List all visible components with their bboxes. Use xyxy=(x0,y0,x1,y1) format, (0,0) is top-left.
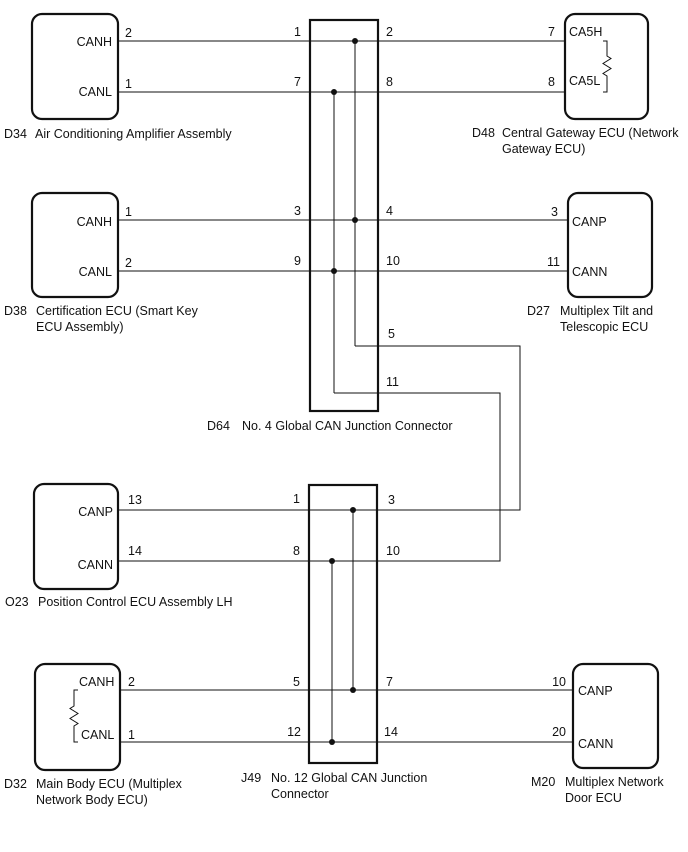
junction-j49-pin: 5 xyxy=(293,675,300,689)
component-name: Multiplex Tilt and xyxy=(560,304,653,318)
junction-j49-name: No. 12 Global CAN Junction xyxy=(271,771,427,785)
junction-j49-pin: 8 xyxy=(293,544,300,558)
component-code: M20 xyxy=(531,775,555,789)
signal-label: CANH xyxy=(77,215,112,229)
junction-d64-pin: 7 xyxy=(294,75,301,89)
junction-d64-pin: 1 xyxy=(294,25,301,39)
junction-d64-pin: 4 xyxy=(386,204,393,218)
pin-number: 14 xyxy=(128,544,142,558)
component-d27: CANP CANN 3 11 D27 Multiplex Tilt and Te… xyxy=(334,191,654,334)
component-d27-body xyxy=(566,191,654,299)
pin-number: 1 xyxy=(128,728,135,742)
component-m20: CANP CANN 10 20 M20 Multiplex Network Do… xyxy=(332,662,664,805)
junction-d64-body xyxy=(308,18,380,413)
component-code: D32 xyxy=(4,777,27,791)
junction-d64-code: D64 xyxy=(207,419,230,433)
component-code: D34 xyxy=(4,127,27,141)
trunk-wire-high xyxy=(353,345,521,511)
resistor-icon xyxy=(602,40,612,93)
pin-number: 11 xyxy=(547,255,560,269)
signal-label: CA5H xyxy=(569,25,602,39)
signal-label: CA5L xyxy=(569,74,600,88)
component-name-line2: Telescopic ECU xyxy=(560,320,648,334)
pin-number: 2 xyxy=(125,256,132,270)
pin-number: 3 xyxy=(551,205,558,219)
component-d34: CANH CANL 2 1 D34 Air Conditioning Ampli… xyxy=(4,12,355,141)
pin-number: 13 xyxy=(128,493,142,507)
trunk-wire-low xyxy=(332,392,501,562)
component-name: Certification ECU (Smart Key xyxy=(36,304,199,318)
component-d48: CA5H CA5L 7 8 D48 Central Gateway ECU (N… xyxy=(334,12,679,156)
signal-label: CANH xyxy=(79,675,114,689)
component-d32-body xyxy=(33,662,122,772)
component-code: O23 xyxy=(5,595,29,609)
component-d34-body xyxy=(30,12,120,121)
component-d32: CANH CANL 2 1 D32 Main Body ECU (Multipl… xyxy=(4,662,353,807)
junction-j49-body xyxy=(307,483,379,765)
signal-label: CANP xyxy=(572,215,607,229)
junction-j49-pin: 3 xyxy=(388,493,395,507)
junction-j49-pin: 14 xyxy=(384,725,398,739)
junction-d64-pin: 2 xyxy=(386,25,393,39)
signal-label: CANL xyxy=(79,265,112,279)
component-name-line2: Gateway ECU) xyxy=(502,142,585,156)
signal-label: CANP xyxy=(78,505,113,519)
signal-label: CANN xyxy=(78,558,113,572)
component-name: Central Gateway ECU (Network xyxy=(502,126,679,140)
component-code: D48 xyxy=(472,126,495,140)
junction-d64: 1 7 3 9 2 8 4 10 5 11 D64 No. 4 Global C… xyxy=(207,18,453,433)
component-o23-body xyxy=(32,482,120,591)
component-code: D27 xyxy=(527,304,550,318)
junction-d64-pin: 9 xyxy=(294,254,301,268)
resistor-icon xyxy=(69,689,79,743)
junction-d64-name: No. 4 Global CAN Junction Connector xyxy=(242,419,453,433)
pin-number: 2 xyxy=(125,26,132,40)
component-name-line2: ECU Assembly) xyxy=(36,320,124,334)
component-name-line2: Network Body ECU) xyxy=(36,793,148,807)
junction-j49-pin: 7 xyxy=(386,675,393,689)
junction-d64-pin: 10 xyxy=(386,254,400,268)
junction-d64-pin: 5 xyxy=(388,327,395,341)
pin-number: 20 xyxy=(552,725,566,739)
component-name: Position Control ECU Assembly LH xyxy=(38,595,233,609)
junction-j49: 1 8 5 12 3 10 7 14 J49 No. 12 Global CAN… xyxy=(241,483,427,801)
component-d38-body xyxy=(30,191,120,299)
pin-number: 2 xyxy=(128,675,135,689)
component-d48-body xyxy=(563,12,650,121)
component-name: Multiplex Network xyxy=(565,775,664,789)
signal-label: CANP xyxy=(578,684,613,698)
junction-d64-pin: 3 xyxy=(294,204,301,218)
component-code: D38 xyxy=(4,304,27,318)
junction-j49-pin: 12 xyxy=(287,725,301,739)
pin-number: 1 xyxy=(125,77,132,91)
junction-d64-pin: 8 xyxy=(386,75,393,89)
signal-label: CANH xyxy=(77,35,112,49)
signal-label: CANL xyxy=(79,85,112,99)
component-name-line2: Door ECU xyxy=(565,791,622,805)
junction-j49-pin: 1 xyxy=(293,492,300,506)
signal-label: CANL xyxy=(81,728,114,742)
pin-number: 1 xyxy=(125,205,132,219)
signal-label: CANN xyxy=(578,737,613,751)
component-o23: CANP CANN 13 14 O23 Position Control ECU… xyxy=(5,482,353,609)
signal-label: CANN xyxy=(572,265,607,279)
pin-number: 10 xyxy=(552,675,566,689)
component-name: Air Conditioning Amplifier Assembly xyxy=(35,127,232,141)
component-m20-body xyxy=(571,662,660,770)
pin-number: 8 xyxy=(548,75,555,89)
component-d38: CANH CANL 1 2 D38 Certification ECU (Sma… xyxy=(4,191,355,334)
junction-j49-code: J49 xyxy=(241,771,261,785)
pin-number: 7 xyxy=(548,25,555,39)
junction-d64-pin: 11 xyxy=(386,375,399,389)
junction-j49-name-line2: Connector xyxy=(271,787,329,801)
junction-j49-pin: 10 xyxy=(386,544,400,558)
component-name: Main Body ECU (Multiplex xyxy=(36,777,183,791)
